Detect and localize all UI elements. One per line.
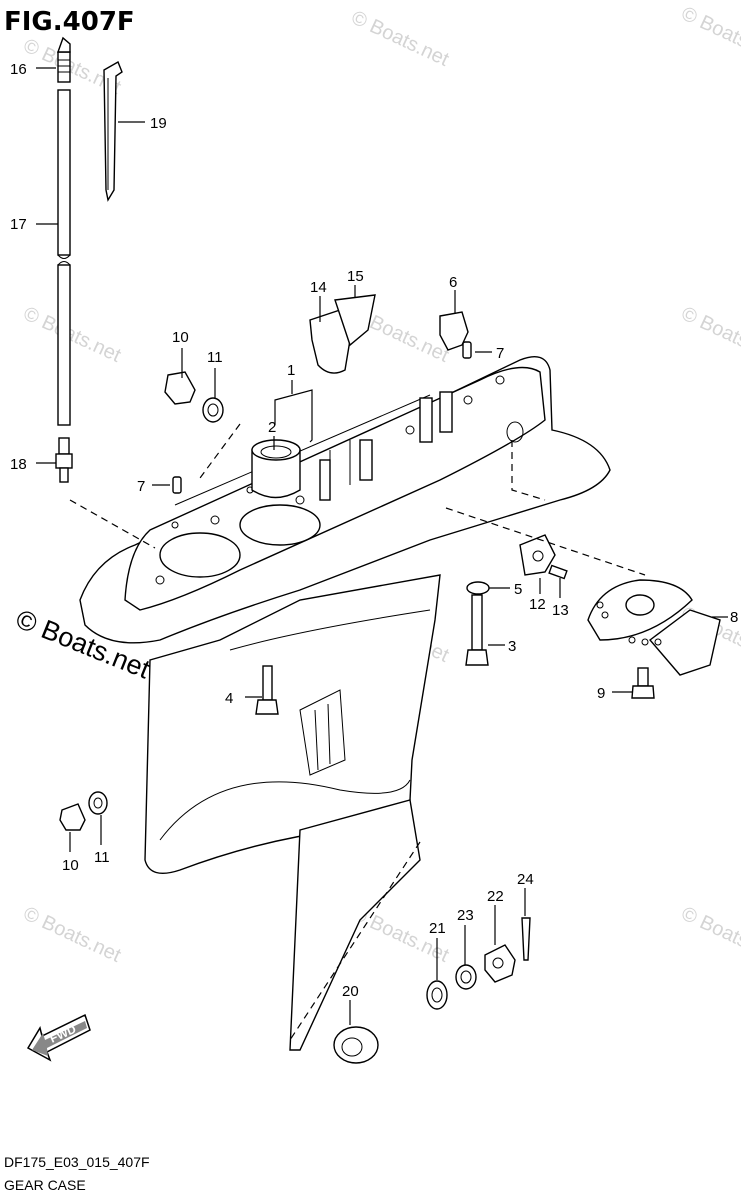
callout-9: 9 xyxy=(597,685,605,702)
callout-13: 13 xyxy=(552,602,569,619)
callout-10-lower: 10 xyxy=(62,857,79,874)
callout-11-lower: 11 xyxy=(94,849,110,866)
part-20-bushing xyxy=(333,1026,379,1064)
callout-11-upper: 11 xyxy=(207,349,223,366)
callout-16: 16 xyxy=(10,61,27,78)
callout-6: 6 xyxy=(449,274,457,291)
callout-5: 5 xyxy=(514,581,522,598)
fwd-arrow-icon: FWD xyxy=(26,1013,91,1062)
watermark: © Boats.net xyxy=(678,303,741,367)
callout-2: 2 xyxy=(268,419,276,436)
callout-20: 20 xyxy=(342,983,359,1000)
watermark: © Boats.net xyxy=(348,7,453,71)
gear-case-housing xyxy=(79,356,611,1051)
watermark: © Boats.net xyxy=(678,3,741,67)
part-10-11-lower xyxy=(59,791,108,831)
part-2-bushing xyxy=(251,439,301,499)
part-12-13 xyxy=(519,534,568,580)
figure-title: FIG.407F xyxy=(4,7,135,37)
part-6-clip xyxy=(439,311,469,351)
part-19-rod xyxy=(103,60,123,202)
watermark: © Boats.net xyxy=(20,303,125,367)
callout-7-right: 7 xyxy=(496,345,504,362)
part-10-11-upper xyxy=(164,371,224,423)
part-7-pin-left xyxy=(172,476,182,494)
part-7-pin-right xyxy=(462,341,472,359)
part-9-bolt xyxy=(631,667,655,699)
callout-24: 24 xyxy=(517,871,534,888)
footer-section-name: GEAR CASE xyxy=(4,1177,86,1193)
callout-23: 23 xyxy=(457,907,474,924)
callout-7-left: 7 xyxy=(137,478,145,495)
part-14-15-clips xyxy=(309,294,376,374)
callout-labels: 16 17 18 19 10 11 7 2 1 14 15 6 7 5 3 4 … xyxy=(10,61,738,1000)
drive-shaft-assembly xyxy=(55,36,73,483)
part-3-bolt xyxy=(465,594,489,666)
callout-15: 15 xyxy=(347,268,364,285)
callout-8: 8 xyxy=(730,609,738,626)
callout-21: 21 xyxy=(429,920,446,937)
part-4-bolt xyxy=(255,665,279,715)
callout-18: 18 xyxy=(10,456,27,473)
leader-lines xyxy=(36,67,728,1041)
callout-10-upper: 10 xyxy=(172,329,189,346)
callout-1: 1 xyxy=(287,362,295,379)
callout-19: 19 xyxy=(150,115,167,132)
callout-22: 22 xyxy=(487,888,504,905)
part-5-washer xyxy=(466,581,490,595)
watermark: © Boats.net xyxy=(678,903,741,967)
callout-12: 12 xyxy=(529,596,546,613)
callout-14: 14 xyxy=(310,279,327,296)
callout-17: 17 xyxy=(10,216,27,233)
callout-4: 4 xyxy=(225,690,233,707)
part-8-trim-tab xyxy=(587,579,721,676)
watermark: © Boats.net xyxy=(20,903,125,967)
footer-model-code: DF175_E03_015_407F xyxy=(4,1154,150,1170)
callout-3: 3 xyxy=(508,638,516,655)
prop-hardware xyxy=(426,917,531,1010)
